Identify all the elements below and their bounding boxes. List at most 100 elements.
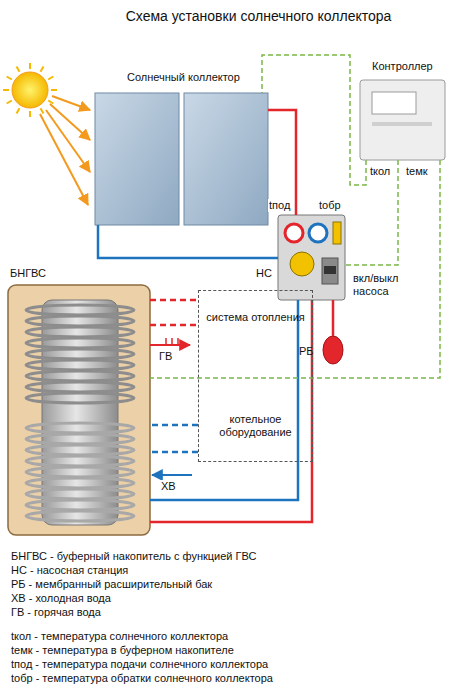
upper-coil-turn (26, 338, 134, 348)
hot-water-pipe (150, 344, 190, 346)
diagram-label: ХВ (160, 480, 177, 493)
expansion-tank-node: РБ (323, 336, 343, 364)
buffer-tank: БНГВС (8, 285, 150, 535)
pipe-connector (150, 299, 198, 302)
sun-ray (51, 89, 57, 91)
pipe-connector (262, 55, 366, 185)
tap-symbol (166, 338, 178, 345)
pump-station-housing (278, 215, 345, 300)
collector-panel (184, 93, 268, 225)
pipe-connector (150, 300, 312, 522)
pump (290, 252, 314, 276)
switch (324, 266, 336, 274)
sun-ray (41, 67, 44, 72)
diagram-label: ГВ (158, 350, 173, 363)
title: Схема установки солнечного коллектора (0, 8, 457, 24)
sun-ray (41, 108, 44, 113)
tap-stroke (165, 338, 167, 345)
sun-ray (29, 63, 31, 69)
legend-line: tкол - температура солнечного коллектора (10, 630, 229, 643)
sun-ray (7, 101, 12, 104)
pump-station: НС (278, 215, 345, 300)
pipe-connector (150, 451, 198, 454)
pipe-connector (150, 324, 198, 327)
lower-coil-turn (26, 423, 134, 433)
sun-rays (3, 63, 57, 117)
pipe-connector (150, 424, 198, 427)
lower-coil-turn (26, 489, 134, 499)
pipe-connector (332, 300, 335, 336)
upper-coil-turn (26, 393, 134, 403)
legend-line: tпод - температура подачи солнечного кол… (10, 658, 269, 671)
diagram-label: tемк (405, 165, 429, 178)
diagram-label: вкл/выкл насоса (352, 272, 418, 298)
lower-coil-turn (26, 478, 134, 488)
lower-coil-turn (26, 434, 134, 444)
controller-trim (372, 122, 432, 126)
upper-coil-turn (26, 327, 134, 337)
upper-coil-turn (26, 316, 134, 326)
upper-coil-turn (26, 360, 134, 370)
upper-coil-turn (26, 382, 134, 392)
pipe-connector (150, 160, 440, 378)
heating-system-box: система отопления котельное оборудование (198, 290, 313, 462)
pipe-connector (98, 225, 278, 258)
sun (12, 72, 48, 108)
node-label: Солнечный коллектор (127, 71, 240, 84)
pipe-connector (345, 160, 398, 265)
legend-line: БНГВС - буферный накопитель с функцией Г… (10, 550, 257, 563)
supply-gauge (285, 224, 303, 242)
legend-line: ГВ - горячая вода (10, 606, 102, 619)
node-text: котельное оборудование (199, 413, 312, 439)
tap-stroke (177, 338, 179, 345)
cold-water-pipe (152, 474, 192, 476)
node-label: НС (256, 267, 272, 280)
lower-coil-turn (26, 511, 134, 521)
sun-ray (48, 101, 53, 104)
pipe-connector (268, 110, 296, 215)
tap-stroke (171, 338, 173, 345)
node-label: система отопления (199, 311, 312, 324)
sunlight-arrow (50, 104, 90, 140)
upper-coil-turn (26, 349, 134, 359)
heat-exchanger-coils (26, 305, 134, 521)
diagram-label: tкол (369, 165, 391, 178)
legend-line: РБ - мембранный расширительный бак (10, 578, 213, 591)
upper-coil-turn (26, 371, 134, 381)
controller: Контроллер (360, 80, 445, 160)
node-label: Контроллер (372, 60, 433, 73)
sunlight-arrow (52, 96, 90, 110)
sunlight-arrows (40, 96, 90, 205)
diagram-label: tпод (268, 199, 291, 212)
diagram-label: tобр (318, 199, 342, 212)
legend-line: tемк - температура в буферном накопителе (10, 644, 235, 657)
sunlight-arrow (40, 114, 88, 205)
legend-line: НС - насосная станция (10, 564, 129, 577)
pipe-connector (150, 300, 298, 500)
node-label: БНГВС (10, 267, 46, 280)
expansion-tank (323, 336, 343, 364)
legend-line: ХВ - холодная вода (10, 592, 112, 605)
legend-line: tобр - температура обратки солнечного ко… (10, 672, 274, 685)
lower-coil-turn (26, 467, 134, 477)
upper-coil-turn (26, 305, 134, 315)
sun-ray (3, 89, 9, 91)
sun-ray (48, 77, 53, 80)
safety-valve (333, 222, 341, 244)
return-gauge (309, 224, 327, 242)
lower-coil-turn (26, 445, 134, 455)
sun-ray (17, 108, 20, 113)
lower-coil-turn (26, 500, 134, 510)
sun-ray (7, 77, 12, 80)
collector-panel (95, 93, 179, 225)
sun-ray (29, 111, 31, 117)
dhw-cylinder (42, 300, 118, 525)
controller-housing (360, 80, 445, 160)
node-label: РБ (299, 345, 314, 358)
buffer-tank-shell (8, 285, 150, 535)
sunlight-arrow (46, 110, 90, 172)
solar-collector: Солнечный коллектор (95, 93, 268, 225)
sun-ray (17, 67, 20, 72)
controller-display (372, 92, 416, 114)
